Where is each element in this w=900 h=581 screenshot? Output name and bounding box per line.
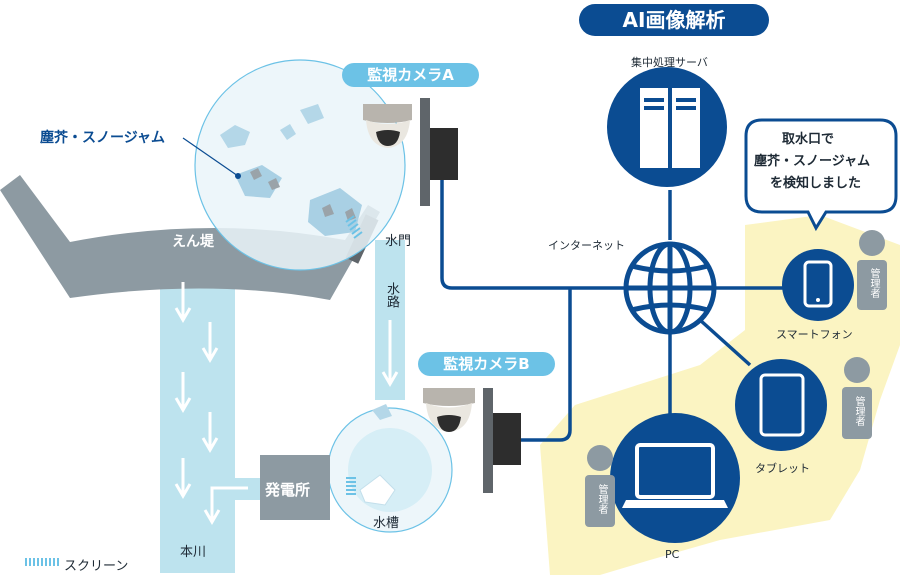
manager-avatar-3 bbox=[585, 445, 615, 527]
internet-label: インターネット bbox=[548, 239, 625, 252]
camera-b-icon bbox=[423, 388, 521, 493]
gate-label: 水門 bbox=[385, 234, 412, 249]
tablet-icon bbox=[759, 373, 805, 437]
title-pill: AI画像解析 bbox=[579, 4, 769, 36]
tablet-label: タブレット bbox=[755, 462, 810, 475]
smartphone-label: スマートフォン bbox=[776, 328, 853, 341]
laptop-icon bbox=[622, 443, 728, 508]
tank-water bbox=[348, 428, 432, 512]
callout-line-2: 塵芥・スノージャム bbox=[754, 154, 871, 169]
globe-icon bbox=[623, 241, 717, 335]
screen-marks bbox=[25, 215, 363, 566]
powerhouse-label: 発電所 bbox=[265, 481, 311, 499]
smartphone-icon bbox=[803, 260, 833, 308]
camera-a-label: 監視カメラA bbox=[367, 66, 454, 84]
magnifier-circle-a bbox=[194, 59, 406, 271]
channel-label: 水路 bbox=[384, 282, 399, 308]
debris-label: 塵芥・スノージャム bbox=[40, 130, 166, 146]
network-lines bbox=[440, 180, 785, 442]
server-icon bbox=[640, 88, 700, 168]
manager-avatar-1 bbox=[857, 230, 887, 310]
river-flow bbox=[160, 268, 235, 573]
camera-a-pill: 監視カメラA bbox=[342, 63, 479, 87]
manager-label-3: 管理者 bbox=[596, 484, 607, 514]
manager-avatar-2 bbox=[842, 357, 872, 439]
debris-cluster bbox=[220, 104, 396, 506]
title-text: AI画像解析 bbox=[622, 8, 726, 32]
callout-bubble bbox=[744, 118, 898, 232]
pc-label: PC bbox=[665, 548, 680, 561]
tank-label: 水槽 bbox=[373, 516, 400, 531]
screen-legend-label: スクリーン bbox=[64, 559, 129, 574]
callout-line-1: 取水口で bbox=[782, 132, 835, 147]
server-label: 集中処理サーバ bbox=[631, 56, 708, 69]
river-label: 本川 bbox=[180, 545, 207, 560]
camera-b-pill: 監視カメラB bbox=[418, 352, 555, 376]
manager-label-1: 管理者 bbox=[868, 268, 879, 298]
callout-line-3: を検知しました bbox=[770, 176, 862, 191]
manager-label-2: 管理者 bbox=[853, 396, 864, 426]
camera-b-label: 監視カメラB bbox=[443, 355, 530, 373]
powerhouse-box bbox=[260, 455, 330, 520]
camera-a-icon bbox=[363, 98, 458, 206]
levee-label: えん堤 bbox=[172, 234, 214, 250]
